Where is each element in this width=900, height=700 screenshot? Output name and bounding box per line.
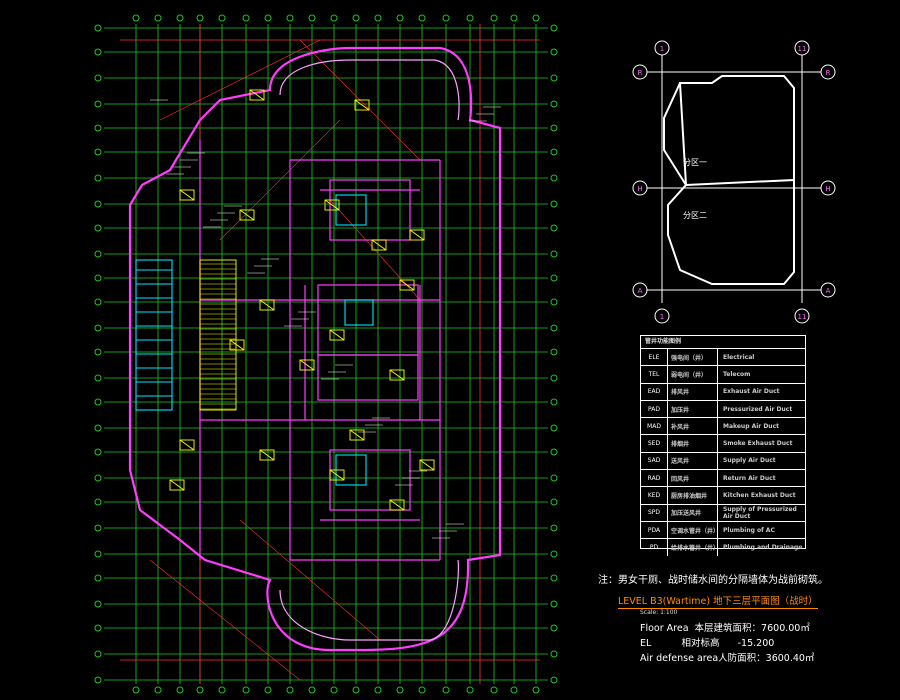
scale-label: Scale: 1:100	[640, 609, 678, 616]
svg-text:R: R	[638, 69, 643, 77]
grid-bubble: 11	[794, 308, 810, 324]
legend-cn: 空调水管井（井）	[668, 521, 719, 539]
svg-text:11: 11	[798, 313, 807, 321]
svg-text:1: 1	[660, 45, 664, 53]
air-defense-line: Air defense area人防面积：3600.40㎡	[640, 653, 815, 664]
legend-en: Makeup Air Duct	[723, 422, 779, 430]
legend-code: MAD	[641, 418, 668, 435]
legend-cn: 送风井	[668, 452, 718, 470]
legend-code: PD	[641, 539, 668, 556]
legend-en: Smoke Exhaust Duct	[723, 440, 793, 448]
legend-code: KED	[641, 487, 668, 504]
legend-code: TEL	[641, 366, 668, 383]
legend-en: Exhaust Air Duct	[723, 388, 780, 396]
svg-text:H: H	[637, 185, 642, 193]
svg-text:A: A	[826, 287, 831, 295]
legend-cn: 加压井	[668, 400, 718, 418]
legend-code: SPD	[641, 504, 668, 521]
svg-text:1: 1	[660, 313, 664, 321]
svg-text:H: H	[825, 185, 830, 193]
floor-area-line: Floor Area 本层建筑面积：7600.00㎡	[640, 623, 810, 634]
left-service-core	[135, 194, 374, 486]
svg-text:R: R	[826, 69, 831, 77]
legend-cn: 厨房排油烟井	[668, 487, 718, 504]
grid-bubble: A	[632, 282, 648, 298]
legend-cn: 排风井	[668, 383, 718, 400]
svg-text:A: A	[638, 287, 643, 295]
axis-lines	[120, 24, 540, 684]
legend-cn: 强电间（井）	[668, 349, 718, 366]
zone-one-label: 分区一	[683, 158, 707, 167]
wall-note: 注：男女干厕、战时储水间的分隔墙体为战前砌筑。	[598, 575, 828, 586]
legend-en: Telecom	[723, 370, 751, 378]
legend-code: RAD	[641, 470, 668, 487]
legend-en: Supply Air Duct	[723, 457, 776, 465]
svg-text:11: 11	[798, 45, 807, 53]
grid-bubble: 11	[794, 40, 810, 56]
grid-bubble: 1	[654, 40, 670, 56]
grid-edge-markers	[94, 14, 558, 694]
legend-cn: 弱电间（井）	[668, 366, 718, 383]
legend-en: Electrical	[723, 353, 755, 361]
legend-title: 管井功能图例	[641, 336, 805, 349]
annotation-lines	[150, 99, 501, 539]
grid-bubble: H	[820, 180, 836, 196]
legend-code: PAD	[641, 400, 668, 418]
legend-code: ELE	[641, 349, 668, 366]
legend-en: Return Air Duct	[723, 474, 776, 482]
legend-en: Plumbing of AC	[723, 526, 775, 534]
legend-en: Kitchen Exhaust Duct	[723, 492, 796, 500]
grid-bubble: H	[632, 180, 648, 196]
grid-bubble: R	[820, 64, 836, 80]
elevation-line: EL 相对标高 -15.200	[640, 638, 775, 649]
legend-cn: 加压送风井	[668, 504, 718, 521]
legend-en: Supply of Pressurized Air Duct	[723, 505, 797, 520]
legend-en: Pressurized Air Duct	[723, 405, 793, 413]
structural-grid	[104, 24, 548, 684]
grid-bubble: R	[632, 64, 648, 80]
legend-code: SAD	[641, 452, 668, 470]
legend-cn: 补风井	[668, 418, 718, 435]
legend-cn: 回风井	[668, 470, 718, 487]
legend-code: PDA	[641, 521, 668, 539]
stair-and-details	[169, 89, 435, 511]
level-title: LEVEL B3(Wartime) 地下三层平面图（战时）	[618, 593, 818, 609]
legend-code: SED	[641, 435, 668, 452]
legend-cn: 给排水管井（井）	[668, 539, 719, 556]
grid-bubble: A	[820, 282, 836, 298]
legend-code: EAD	[641, 383, 668, 400]
grid-bubble: 1	[654, 308, 670, 324]
legend-cn: 排烟井	[668, 435, 718, 452]
legend-en: Plumbing and Drainage	[723, 543, 803, 551]
outer-walls	[128, 46, 502, 652]
zone-two-label: 分区二	[683, 211, 707, 220]
